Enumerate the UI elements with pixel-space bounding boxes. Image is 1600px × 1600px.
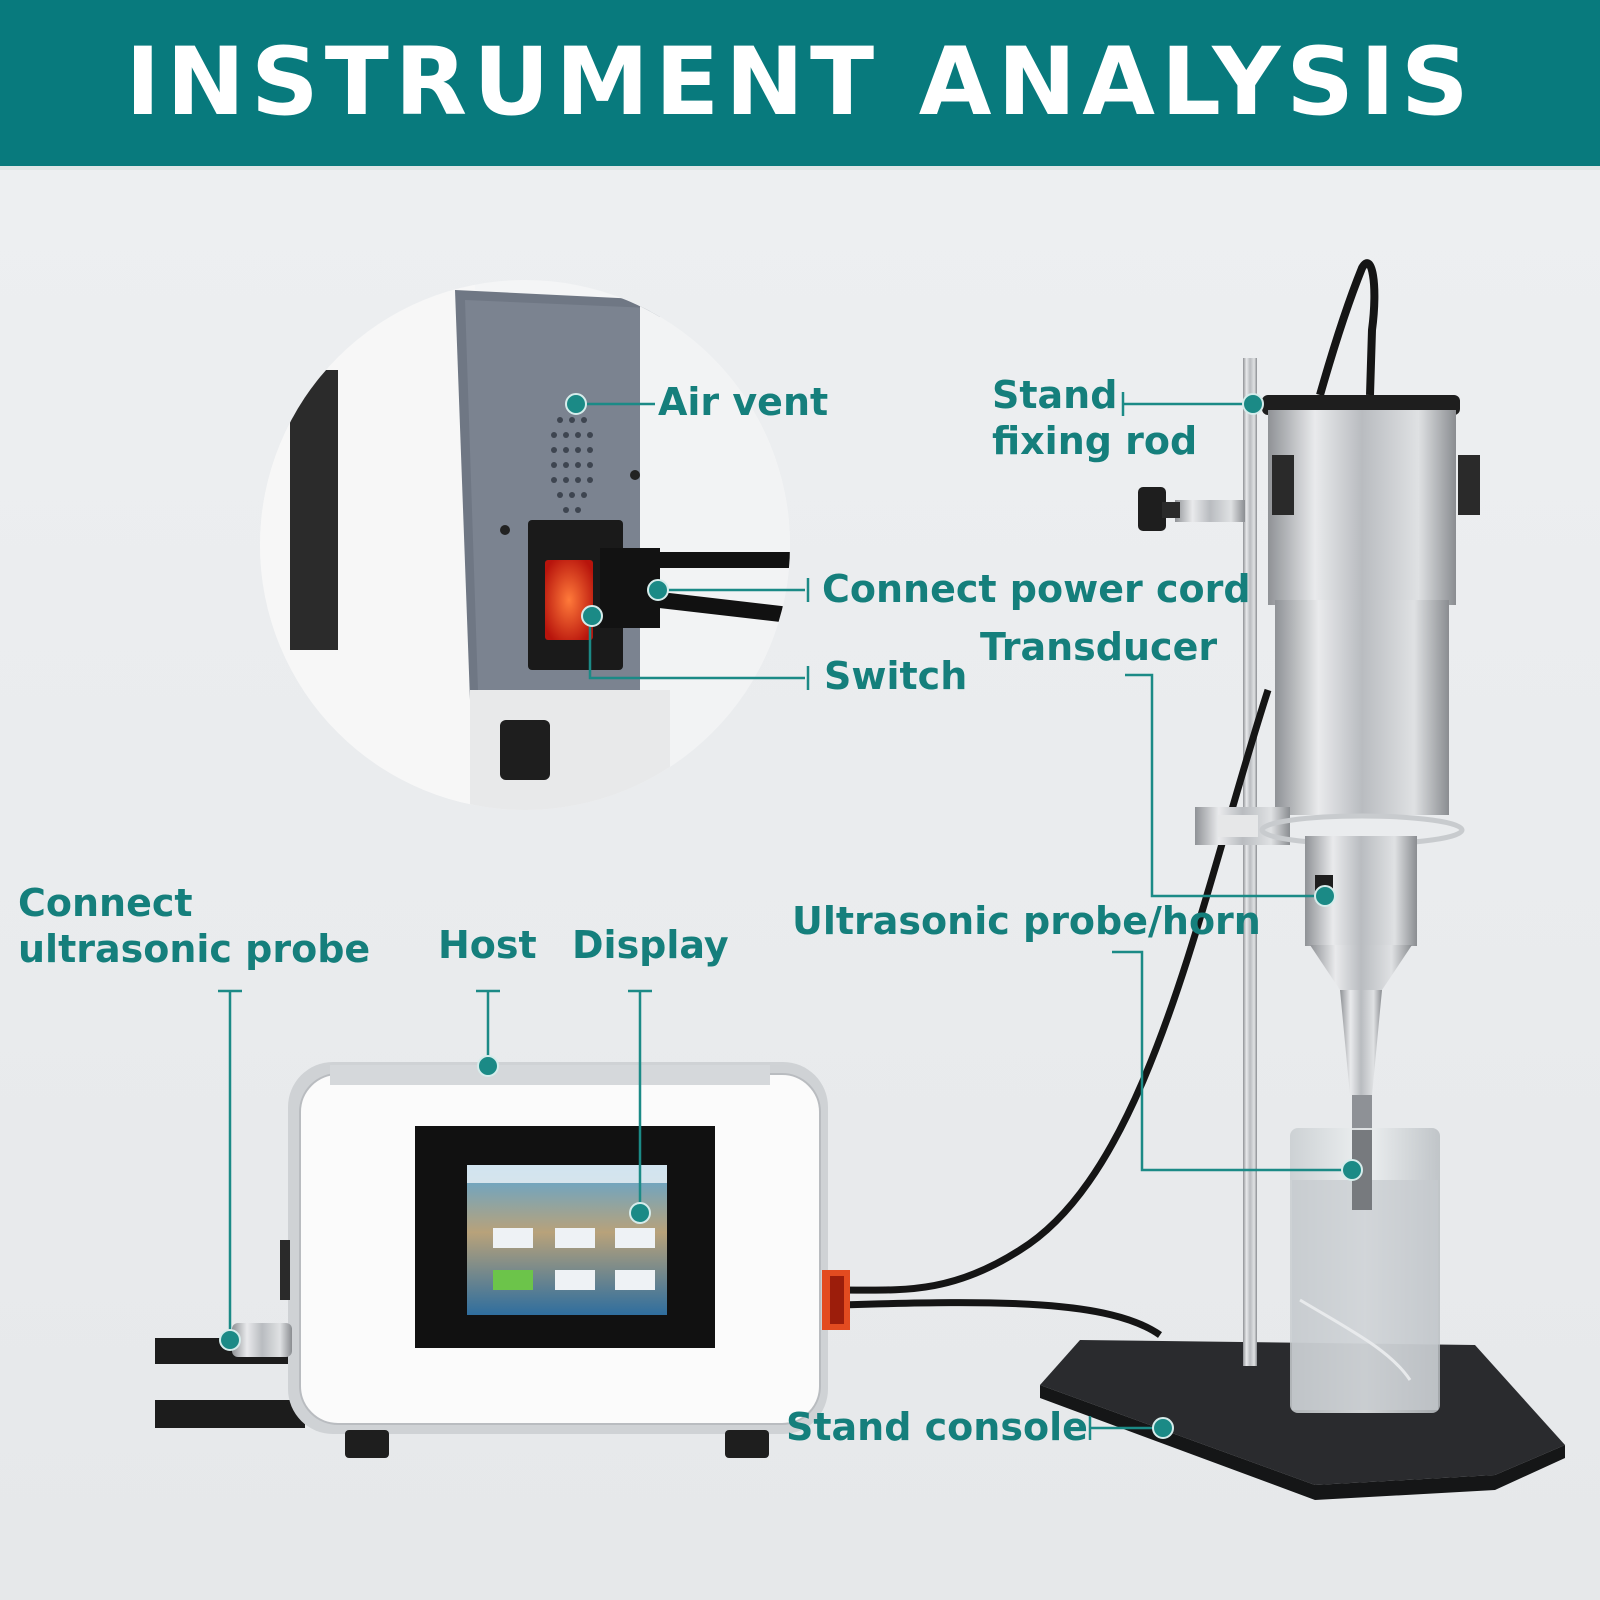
- label-connect-ultrasonic-probe-line1: Connect: [18, 881, 193, 925]
- label-stand-fixing-rod-line1: Stand: [992, 373, 1118, 417]
- label-stand-fixing-rod-line2: fixing rod: [992, 419, 1198, 463]
- leader-dots: [219, 393, 1363, 1439]
- label-stand-fixing-rod: Stand fixing rod: [992, 372, 1197, 464]
- leader-lines: [218, 392, 1350, 1440]
- switch-icon: [545, 560, 593, 640]
- transducer: [1138, 395, 1480, 1195]
- host-unit: [155, 1062, 850, 1458]
- page-title: INSTRUMENT ANALYSIS: [125, 28, 1475, 137]
- label-stand-console: Stand console: [786, 1405, 1088, 1449]
- label-connect-ultrasonic-probe-line2: ultrasonic probe: [18, 927, 371, 971]
- label-air-vent: Air vent: [658, 380, 829, 424]
- header-banner: INSTRUMENT ANALYSIS: [0, 0, 1600, 170]
- beaker: [1290, 1128, 1440, 1413]
- label-ultrasonic-probe-horn: Ultrasonic probe/horn: [792, 899, 1261, 943]
- zoom-inset: [260, 280, 790, 810]
- label-connect-ultrasonic-probe: Connect ultrasonic probe: [18, 880, 370, 972]
- label-host: Host: [438, 923, 537, 967]
- label-transducer: Transducer: [980, 625, 1218, 669]
- label-switch: Switch: [824, 654, 968, 698]
- stand-rod: [1243, 358, 1257, 1366]
- label-display: Display: [572, 923, 729, 967]
- label-connect-power-cord: Connect power cord: [822, 567, 1251, 611]
- vent-holes: [551, 417, 593, 513]
